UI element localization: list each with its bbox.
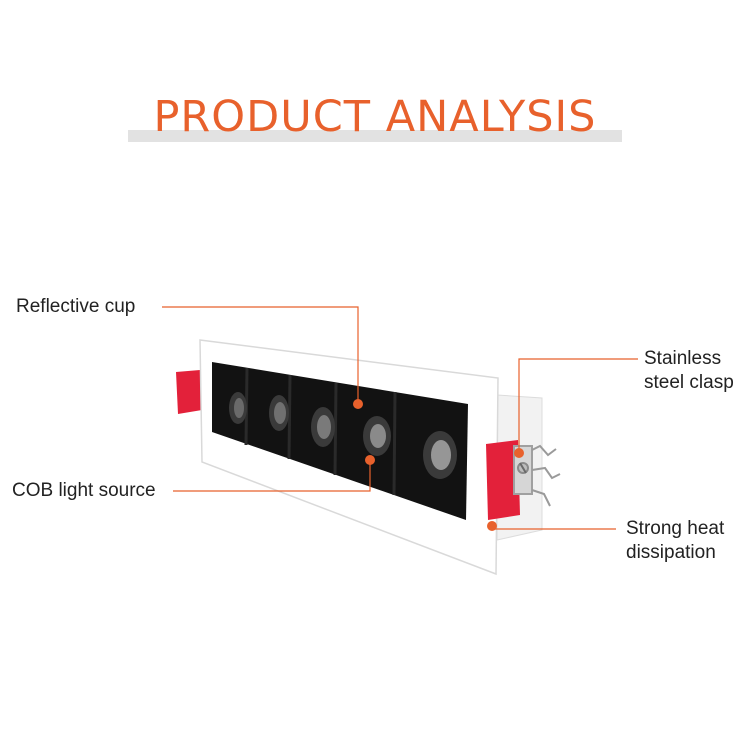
- lens-3: [311, 407, 335, 447]
- callout-clasp: [518, 358, 638, 453]
- label-heat-line1: Strong heat: [626, 518, 725, 539]
- callout-cob: [173, 460, 371, 492]
- dot-clasp: [514, 448, 524, 458]
- right-red-tab: [486, 440, 520, 520]
- label-cob-light-source: COB light source: [12, 480, 156, 501]
- lens-group: [229, 392, 457, 479]
- dot-cob: [365, 455, 375, 465]
- label-heat-line2: dissipation: [626, 542, 716, 563]
- lens-5: [423, 431, 457, 479]
- label-reflective-cup: Reflective cup: [16, 296, 136, 317]
- lens-1: [229, 392, 247, 424]
- title-block: PRODUCT ANALYSIS: [0, 92, 750, 152]
- callout-reflective-cup: [162, 306, 359, 404]
- dot-reflective-cup: [353, 399, 363, 409]
- lens-4: [363, 416, 391, 456]
- page-title: PRODUCT ANALYSIS: [153, 92, 597, 142]
- left-red-tab: [176, 370, 202, 414]
- lens-2: [269, 395, 289, 431]
- label-stainless-line2: steel clasp: [644, 372, 734, 393]
- dot-heat: [487, 521, 497, 531]
- title-underline-bar: [128, 130, 622, 142]
- label-stainless-line1: Stainless: [644, 348, 722, 369]
- cell-dividers: [244, 367, 397, 496]
- steel-clasp: [513, 444, 561, 507]
